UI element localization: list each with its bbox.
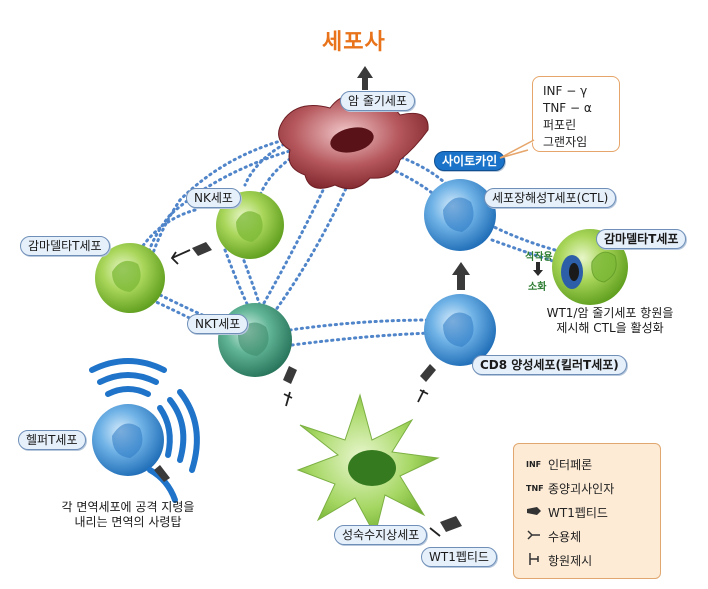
- digestion-label: 소화: [528, 282, 547, 293]
- helper-t-cell: [89, 358, 200, 503]
- nk-cell: [216, 191, 284, 259]
- cd8-cell: [424, 294, 496, 366]
- callout-pointer: [499, 139, 535, 159]
- label-nkt-cell: NKT세포: [187, 314, 249, 334]
- callout-line: INF − γ: [543, 84, 588, 98]
- legend-text: WT1펩티드: [548, 505, 608, 520]
- legend-item: WT1펩티드: [526, 500, 660, 524]
- receptor-icon: [527, 530, 540, 540]
- up-arrow-icon: [452, 262, 470, 290]
- note-line: 내리는 면역의 사령탑: [74, 515, 182, 529]
- arrow-down-icon: [533, 262, 543, 276]
- ctl-cell: [424, 179, 496, 251]
- legend-text: 수용체: [548, 529, 582, 544]
- receptor-icon: [170, 249, 441, 537]
- cancer-stem-cell: [278, 95, 429, 190]
- legend-item: TNF 종양괴사인자: [526, 476, 660, 500]
- label-dendritic-cell: 성숙수지상세포: [334, 525, 428, 545]
- legend-text: 항원제시: [548, 553, 593, 568]
- up-arrow-icon: [357, 66, 373, 90]
- note-line: WT1/암 줄기세포 항원을: [546, 306, 674, 320]
- callout-line: TNF − α: [543, 101, 592, 115]
- label-nk-cell: NK세포: [186, 188, 241, 208]
- label-cytokine: 사이토카인: [434, 151, 506, 171]
- label-cd8-cell: CD8 양성세포(킬러T세포): [472, 355, 627, 375]
- cytokine-callout: INF − γ TNF − α 퍼포린 그랜자임: [532, 76, 620, 152]
- antigen-presentation-icon: [529, 553, 539, 565]
- legend-item: 수용체: [526, 524, 660, 548]
- label-gamma-delta-left: 감마델타T세포: [20, 236, 110, 256]
- label-wt1-peptide: WT1펩티드: [421, 547, 497, 567]
- legend-text: 종양괴사인자: [548, 481, 615, 496]
- helper-note: 각 면역세포에 공격 지령을 내리는 면역의 사령탑: [28, 500, 228, 530]
- peptide-icon: [527, 507, 541, 515]
- dendritic-cell: [296, 393, 440, 537]
- legend-text: 인터페론: [548, 457, 593, 472]
- legend-key: TNF: [526, 483, 544, 493]
- label-gamma-delta-right: 감마델타T세포: [596, 229, 687, 249]
- note-line: 제시해 CTL을 활성화: [556, 321, 664, 335]
- legend-item: INF 인터페론: [526, 452, 660, 476]
- callout-line: 퍼포린: [543, 118, 577, 132]
- legend-key: INF: [526, 459, 542, 469]
- note-line: 각 면역세포에 공격 지령을: [61, 500, 195, 514]
- label-ctl: 세포장해성T세포(CTL): [484, 188, 617, 208]
- label-helper-t-cell: 헬퍼T세포: [18, 430, 86, 450]
- gamma-delta-t-cell-left: [95, 243, 165, 313]
- phagocytosis-label: 식작용: [525, 252, 553, 263]
- label-cancer-stem-cell: 암 줄기세포: [340, 91, 416, 111]
- peptide-icon: [154, 242, 462, 532]
- legend-item: 항원제시: [526, 548, 660, 572]
- cell-death-title: 세포사: [322, 30, 386, 55]
- legend: INF 인터페론 TNF 종양괴사인자 WT1펩티드 수용체 항원제시: [513, 443, 661, 579]
- antigen-note: WT1/암 줄기세포 항원을 제시해 CTL을 활성화: [510, 306, 708, 336]
- callout-line: 그랜자임: [543, 135, 588, 149]
